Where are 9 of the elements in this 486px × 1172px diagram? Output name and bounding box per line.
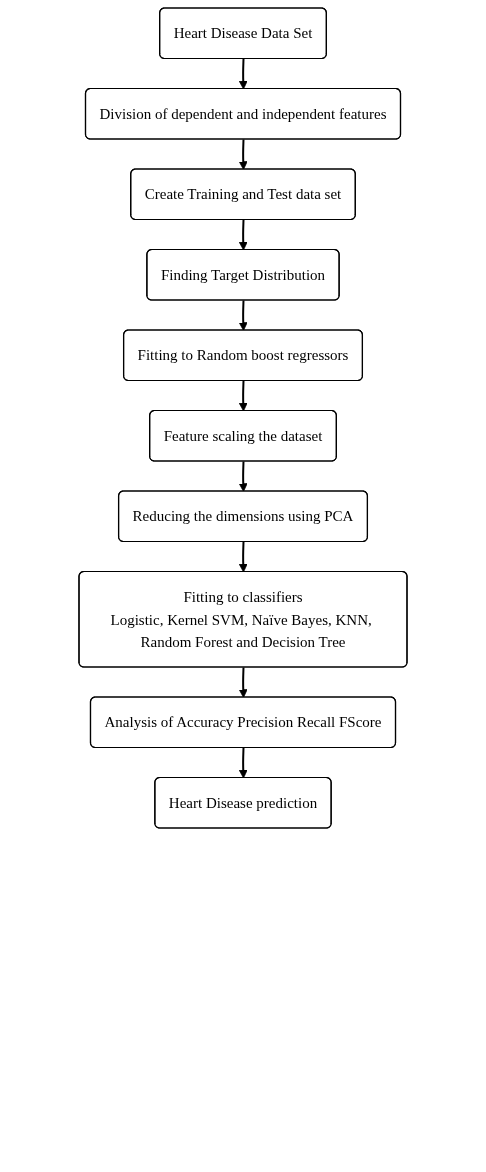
arrow [238,138,248,170]
arrow [238,219,248,251]
arrow [238,380,248,412]
arrow [238,58,248,90]
arrow [238,747,248,779]
arrow [238,666,248,698]
arrow [238,299,248,331]
arrow [238,460,248,492]
arrow [238,541,248,573]
